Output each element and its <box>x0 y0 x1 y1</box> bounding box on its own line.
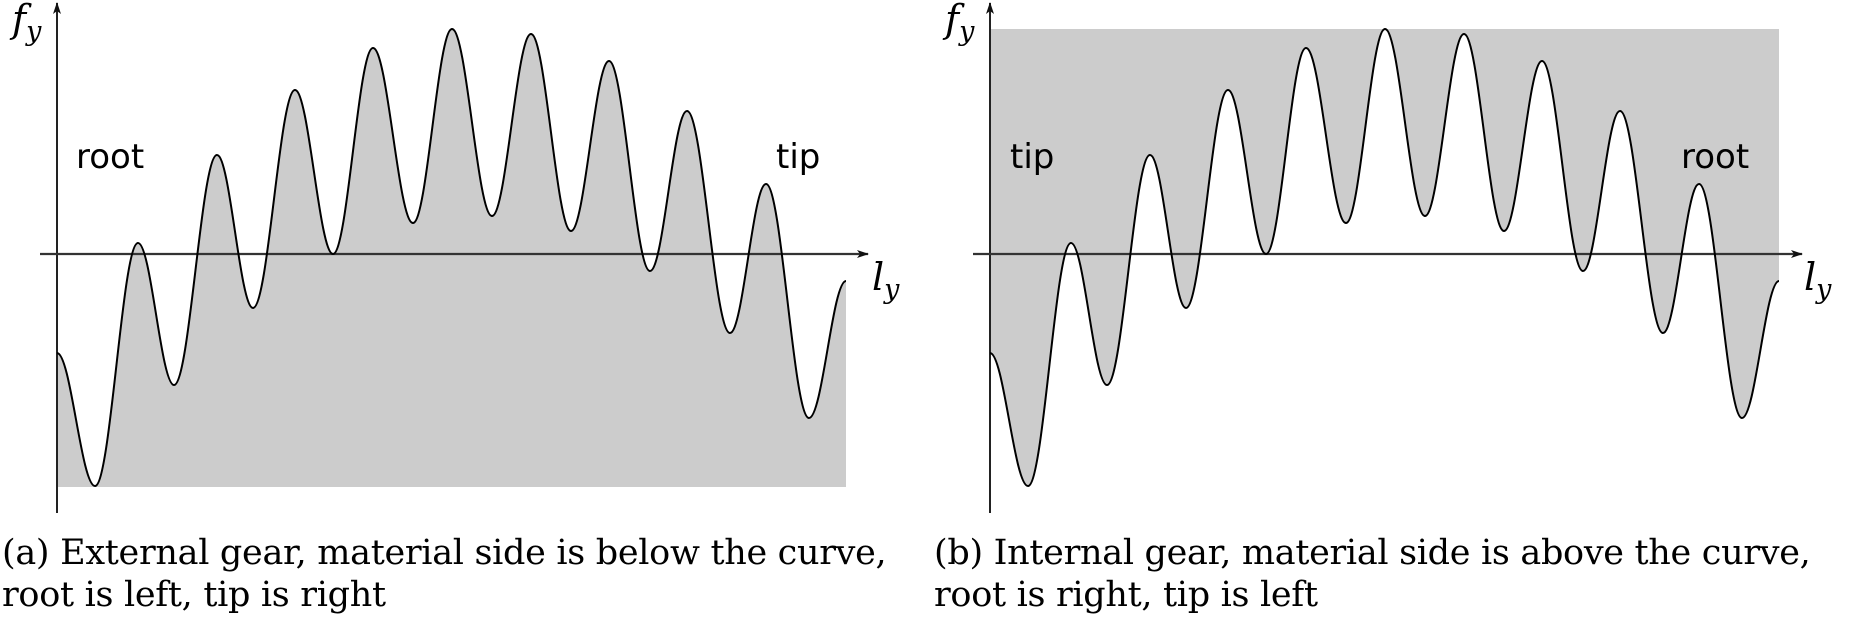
tooth-profile-curve <box>56 27 847 488</box>
tip-label: tip <box>1010 137 1054 177</box>
y-axis-label: fy <box>942 0 975 47</box>
caption-b-line1: (b) Internal gear, material side is abov… <box>934 533 1811 573</box>
root-label: root <box>76 137 144 177</box>
root-label: root <box>1681 137 1749 177</box>
caption-b-line2: root is right, tip is left <box>934 575 1318 615</box>
caption-a-line1: (a) External gear, material side is belo… <box>2 533 887 573</box>
caption-a-line2: root is left, tip is right <box>2 575 386 615</box>
x-axis-label: ly <box>1804 255 1832 305</box>
y-axis-label: fy <box>9 0 42 47</box>
tooth-profile-curve <box>989 27 1780 488</box>
material-region-fill <box>990 29 1779 486</box>
panel-a-external-gear: fy ly root tip <box>9 0 900 513</box>
x-axis-label: ly <box>872 255 900 305</box>
panel-b-internal-gear: fy ly tip root <box>942 0 1832 513</box>
tip-label: tip <box>776 137 820 177</box>
caption-a: (a) External gear, material side is belo… <box>2 532 887 616</box>
caption-b: (b) Internal gear, material side is abov… <box>934 532 1811 616</box>
material-region-fill <box>57 29 846 487</box>
